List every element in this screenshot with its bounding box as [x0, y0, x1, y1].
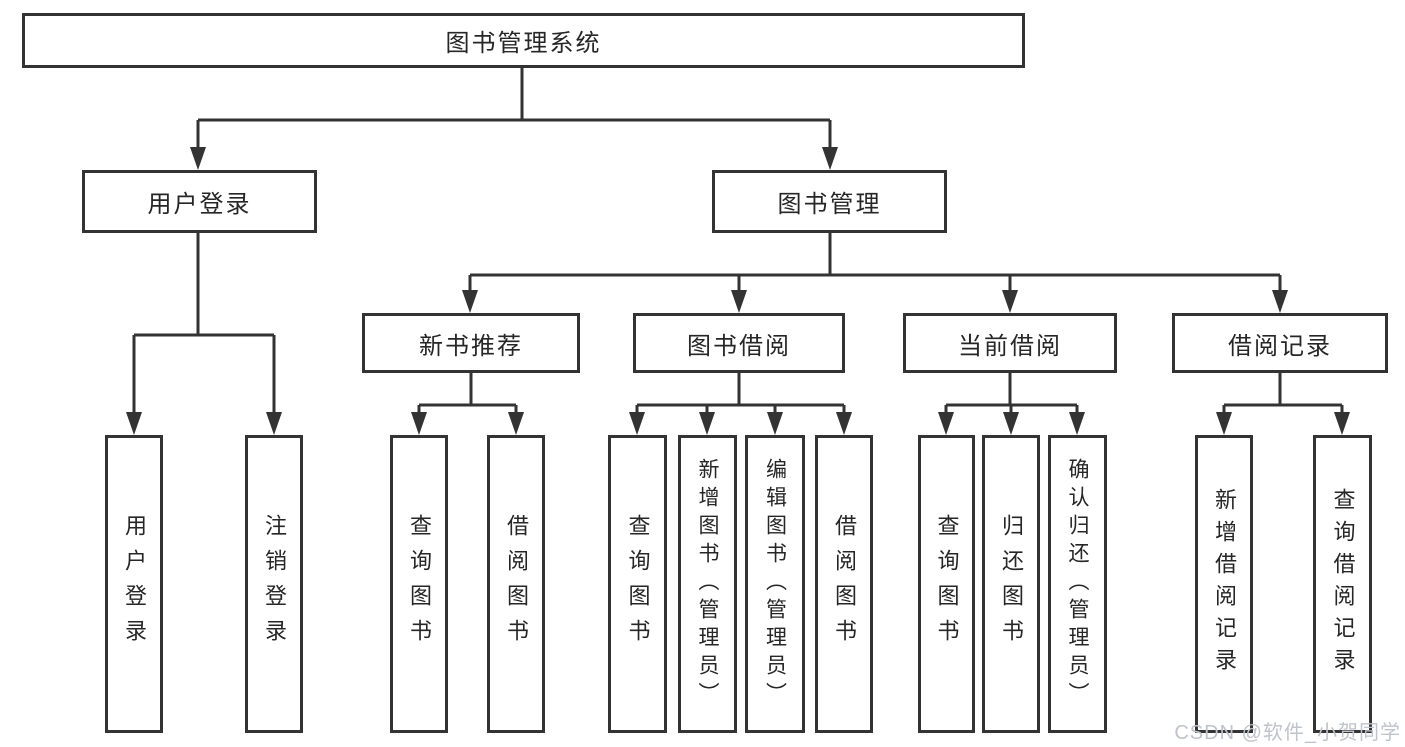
leaf-user-login: 用户登录	[105, 435, 163, 733]
leaf-logout: 注销登录	[245, 435, 303, 733]
csdn-watermark: CSDN @软件_小贺同学	[1174, 722, 1401, 744]
node-book-borrow: 图书借阅	[633, 313, 845, 373]
connector-userlogin-to-leaves	[132, 233, 276, 416]
arrowheads	[126, 147, 1350, 435]
leaf-br-query-record: 查询借阅记录	[1313, 435, 1372, 733]
node-borrow-records: 借阅记录	[1172, 313, 1388, 373]
leaf-cb-query-books: 查询图书	[918, 435, 975, 733]
connector-records-to-leaves	[1222, 373, 1344, 416]
leaf-bb-edit-books-admin: 编辑图书（管理员）	[745, 435, 805, 733]
leaf-bb-add-books-admin: 新增图书（管理员）	[678, 435, 737, 733]
connector-newbook-to-leaves	[417, 373, 518, 416]
node-book-borrow-label: 图书借阅	[687, 332, 791, 360]
node-root-label: 图书管理系统	[445, 30, 602, 57]
node-user-login: 用户登录	[82, 170, 317, 233]
node-borrow-records-label: 借阅记录	[1228, 332, 1332, 360]
connector-borrow-to-leaves	[635, 373, 846, 416]
node-book-management: 图书管理	[712, 170, 947, 233]
connector-current-to-leaves	[944, 373, 1079, 416]
node-root: 图书管理系统	[22, 13, 1025, 68]
leaf-bb-query-books: 查询图书	[608, 435, 667, 733]
node-new-book-recommend: 新书推荐	[362, 313, 580, 373]
leaf-cb-return-books: 归还图书	[982, 435, 1040, 733]
node-book-management-label: 图书管理	[777, 191, 882, 218]
connector-bookmgmt-to-level3	[468, 233, 1282, 294]
node-current-borrow-label: 当前借阅	[958, 332, 1062, 360]
leaf-cb-confirm-return-admin: 确认归还（管理员）	[1048, 435, 1107, 733]
leaf-nb-borrow-books: 借阅图书	[487, 435, 545, 733]
node-user-login-label: 用户登录	[147, 191, 252, 218]
leaf-nb-query-books: 查询图书	[390, 435, 448, 733]
leaf-br-add-record: 新增借阅记录	[1195, 435, 1253, 733]
node-current-borrow: 当前借阅	[903, 313, 1117, 373]
leaf-bb-borrow-books: 借阅图书	[815, 435, 873, 733]
node-new-book-recommend-label: 新书推荐	[419, 332, 523, 360]
connector-root-to-level2	[196, 68, 832, 150]
